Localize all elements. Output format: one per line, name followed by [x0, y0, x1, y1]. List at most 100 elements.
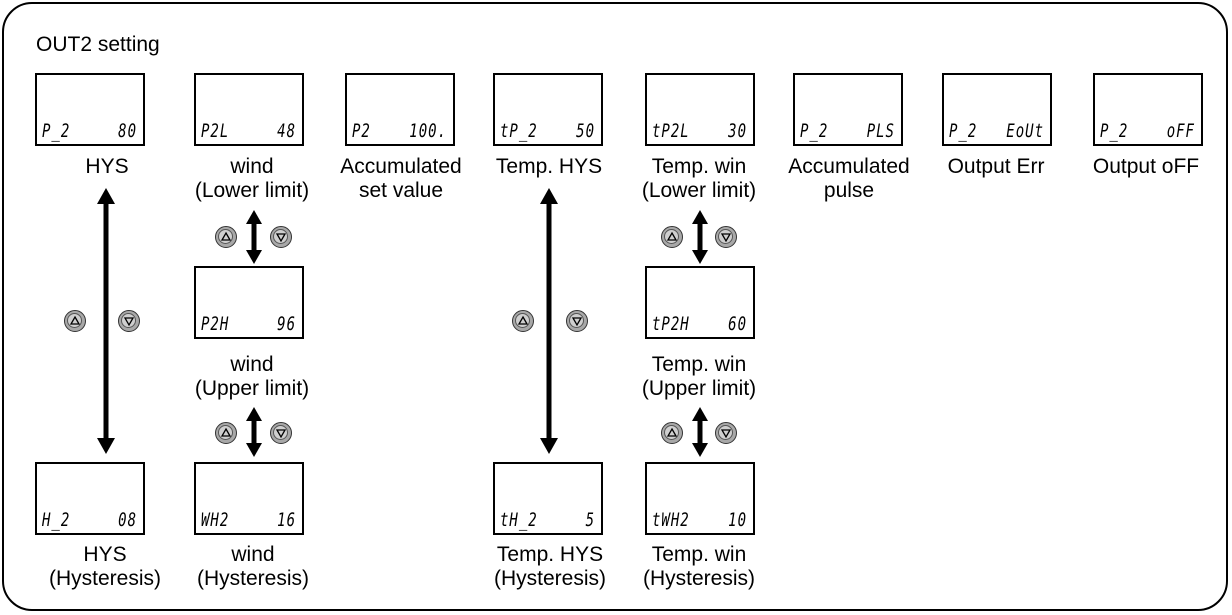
lcd-left-text: P2 [352, 121, 371, 143]
label-wind-hysteresis: wind (Hysteresis) [173, 543, 333, 591]
lcd-left-text: P2H [201, 314, 230, 336]
double-arrow-temp-win-upper [692, 210, 708, 264]
lcd-display-temp-win-lower: tP2L 30 [645, 73, 755, 146]
label-line: (Lower limit) [194, 179, 310, 202]
label-wind-upper: wind (Upper limit) [172, 353, 332, 401]
label-hys-hysteresis: HYS (Hysteresis) [25, 543, 185, 591]
up-button-icon [215, 226, 237, 248]
lcd-left-text: tP_2 [500, 121, 538, 143]
label-line: (Upper limit) [194, 377, 310, 400]
label-line: Temp. win [651, 353, 747, 376]
lcd-display-temp-win-hysteresis: tWH2 10 [645, 462, 755, 535]
lcd-display-temp-hys-hysteresis: tH_2 5 [493, 462, 603, 535]
lcd-right-text: 30 [728, 121, 747, 143]
lcd-right-text: 80 [118, 121, 137, 143]
label-line: (Hysteresis) [196, 567, 309, 590]
lcd-right-text: PLS [866, 121, 895, 143]
lcd-left-text: P_2 [42, 121, 71, 143]
label-line: set value [358, 179, 444, 202]
down-button-icon [118, 310, 140, 332]
label-line: Output Err [947, 155, 1045, 178]
up-button-icon [661, 226, 683, 248]
label-output-err: Output Err [916, 155, 1076, 179]
lcd-left-text: P_2 [800, 121, 829, 143]
label-wind-lower: wind (Lower limit) [172, 155, 332, 203]
label-line: (Hysteresis) [493, 567, 606, 590]
lcd-right-text: 08 [118, 510, 137, 532]
label-line: Accumulated [788, 155, 910, 178]
lcd-display-temp-win-upper: tP2H 60 [645, 266, 755, 339]
label-accumulated-pulse: Accumulated pulse [769, 155, 929, 203]
label-temp-hys-hysteresis: Temp. HYS (Hysteresis) [470, 543, 630, 591]
label-line: (Hysteresis) [48, 567, 161, 590]
lcd-right-text: oFF [1166, 121, 1195, 143]
lcd-left-text: tP2L [652, 121, 690, 143]
lcd-right-text: 60 [728, 314, 747, 336]
lcd-right-text: EoUt [1006, 121, 1044, 143]
label-line: wind [231, 543, 275, 566]
lcd-display-output-off: P_2 oFF [1093, 73, 1203, 146]
label-accumulated-set: Accumulated set value [321, 155, 481, 203]
label-temp-win-hysteresis: Temp. win (Hysteresis) [619, 543, 779, 591]
label-line: HYS [85, 155, 129, 178]
lcd-left-text: tH_2 [500, 510, 538, 532]
down-button-icon [715, 422, 737, 444]
label-line: wind [230, 155, 274, 178]
lcd-display-output-err: P_2 EoUt [942, 73, 1052, 146]
up-button-icon [512, 310, 534, 332]
down-button-icon [270, 422, 292, 444]
label-line: Temp. win [651, 543, 747, 566]
down-button-icon [715, 226, 737, 248]
lcd-display-accumulated-set: P2 100. [345, 73, 455, 146]
lcd-left-text: tWH2 [652, 510, 690, 532]
up-button-icon [661, 422, 683, 444]
double-arrow-temp-hys [540, 188, 558, 454]
label-line: Temp. HYS [496, 543, 604, 566]
lcd-display-temp-hys: tP_2 50 [493, 73, 603, 146]
double-arrow-temp-win-hysteresis [692, 407, 708, 457]
lcd-left-text: P_2 [1100, 121, 1129, 143]
double-arrow-wind-upper [246, 210, 262, 264]
label-output-off: Output oFF [1066, 155, 1226, 179]
label-line: Output oFF [1092, 155, 1200, 178]
lcd-display-wind-upper: P2H 96 [194, 266, 304, 339]
label-line: Accumulated [340, 155, 462, 178]
lcd-left-text: tP2H [652, 314, 690, 336]
diagram-title: OUT2 setting [36, 33, 160, 56]
label-line: Temp. HYS [495, 155, 603, 178]
label-line: (Hysteresis) [642, 567, 755, 590]
lcd-display-hys-hysteresis: H_2 08 [35, 462, 145, 535]
lcd-left-text: P_2 [949, 121, 978, 143]
label-line: HYS [83, 543, 127, 566]
lcd-right-text: 10 [728, 510, 747, 532]
lcd-right-text: 5 [585, 510, 595, 532]
lcd-right-text: 48 [277, 121, 296, 143]
label-line: pulse [823, 179, 875, 202]
down-button-icon [566, 310, 588, 332]
lcd-display-wind-lower: P2L 48 [194, 73, 304, 146]
lcd-left-text: WH2 [201, 510, 230, 532]
lcd-right-text: 96 [277, 314, 296, 336]
lcd-left-text: H_2 [42, 510, 71, 532]
label-line: wind [230, 353, 274, 376]
double-arrow-wind-hysteresis [246, 407, 262, 457]
lcd-left-text: P2L [201, 121, 230, 143]
label-line: (Upper limit) [641, 377, 757, 400]
lcd-right-text: 100. [409, 121, 447, 143]
up-button-icon [64, 310, 86, 332]
down-button-icon [270, 226, 292, 248]
lcd-display-accumulated-pulse: P_2 PLS [793, 73, 903, 146]
label-temp-win-upper: Temp. win (Upper limit) [619, 353, 779, 401]
lcd-right-text: 50 [576, 121, 595, 143]
label-temp-hys: Temp. HYS [469, 155, 629, 179]
lcd-right-text: 16 [277, 510, 296, 532]
lcd-display-hys: P_2 80 [35, 73, 145, 146]
label-temp-win-lower: Temp. win (Lower limit) [619, 155, 779, 203]
double-arrow-hys [97, 188, 115, 454]
lcd-display-wind-hysteresis: WH2 16 [194, 462, 304, 535]
label-hys: HYS [27, 155, 187, 179]
label-line: (Lower limit) [641, 179, 757, 202]
label-line: Temp. win [651, 155, 747, 178]
